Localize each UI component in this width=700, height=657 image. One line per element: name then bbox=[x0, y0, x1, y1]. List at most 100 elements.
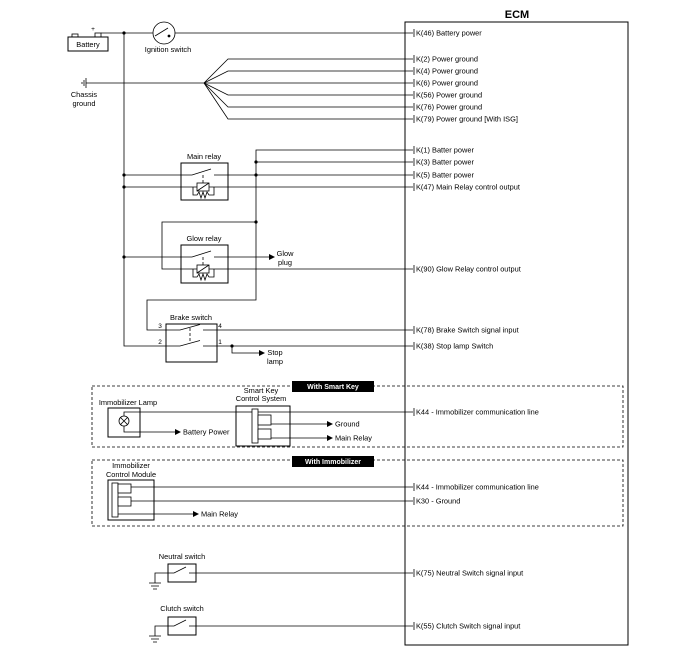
ecm-pin-k5: K(5) Batter power bbox=[413, 171, 474, 180]
chassis-ground: Chassis ground bbox=[71, 78, 97, 108]
smart-key-section: With Smart Key Immobilizer Lamp Battery … bbox=[91, 381, 624, 448]
battery-plus-sign: + bbox=[91, 26, 95, 33]
main-relay: Main relay bbox=[180, 152, 229, 201]
ecm-pin-k79: K(79) Power ground [With ISG] bbox=[413, 115, 518, 124]
ecm-pin-label: K(5) Batter power bbox=[416, 171, 474, 180]
neutral-switch: Neutral switch bbox=[149, 552, 413, 590]
ecm-pin-label: K(78) Brake Switch signal input bbox=[416, 326, 519, 335]
wire-k76 bbox=[203, 82, 413, 108]
ecm-pin-k47: K(47) Main Relay control output bbox=[413, 183, 520, 192]
main-relay-box bbox=[180, 162, 229, 201]
battery-label: Battery bbox=[76, 40, 100, 49]
junction-dot bbox=[254, 220, 258, 224]
ecm-pin-label: K(1) Batter power bbox=[416, 146, 474, 155]
stop-lamp-label-line1: Stop bbox=[267, 348, 282, 357]
ecm-pin-label: K(47) Main Relay control output bbox=[416, 183, 520, 192]
ecm-pin-label: K44 - Immobilizer communication line bbox=[416, 483, 539, 492]
battery-box bbox=[67, 36, 109, 52]
brake-switch-contact-upper bbox=[166, 324, 217, 331]
ecm-pin-label: K(90) Glow Relay control output bbox=[416, 265, 521, 274]
main-relay-label: Main relay bbox=[187, 152, 221, 161]
ecm-pin-label: K(6) Power ground bbox=[416, 79, 478, 88]
junction-dot bbox=[254, 173, 258, 177]
immobilizer-section-title: With Immobilizer bbox=[305, 459, 361, 466]
immobilizer-module-label-line1: Immobilizer bbox=[112, 461, 150, 470]
neutral-switch-label: Neutral switch bbox=[159, 552, 205, 561]
chassis-ground-label-line2: ground bbox=[72, 99, 95, 108]
ecm-pin-label: K(38) Stop lamp Switch bbox=[416, 342, 493, 351]
lamp-icon-cross bbox=[120, 417, 128, 425]
wire-k2 bbox=[203, 58, 413, 84]
ecm-pin-k30: K30 - Ground bbox=[413, 497, 460, 506]
brake-switch-label: Brake switch bbox=[170, 313, 212, 322]
wire-glow-relay-coil-feed bbox=[161, 221, 256, 270]
neutral-switch-contact bbox=[168, 566, 196, 574]
ecm-pin-k44-smart-key: K44 - Immobilizer communication line bbox=[413, 408, 539, 417]
ecm-pin-k38: K(38) Stop lamp Switch bbox=[413, 342, 493, 351]
immobilizer-module-block bbox=[117, 483, 132, 494]
wire-k56 bbox=[203, 82, 413, 96]
immobilizer-section: With Immobilizer Immobilizer Control Mod… bbox=[91, 456, 624, 527]
junction-dot bbox=[122, 255, 126, 259]
ground-icon bbox=[149, 635, 161, 643]
junction-dots bbox=[122, 31, 258, 348]
wire-neutral-ground bbox=[154, 572, 168, 583]
smart-key-section-title: With Smart Key bbox=[307, 384, 359, 391]
junction-dot bbox=[122, 173, 126, 177]
ecm-pin-label: K(79) Power ground [With ISG] bbox=[416, 115, 518, 124]
brake-switch-contact-lower bbox=[166, 340, 217, 347]
ecm-pin-label: K30 - Ground bbox=[416, 497, 460, 506]
main-relay-output-label: Main Relay bbox=[335, 434, 372, 443]
ecm-pin-label: K(55) Clutch Switch signal input bbox=[416, 622, 520, 631]
stop-lamp-arrow bbox=[231, 346, 265, 356]
wire-k1-power-bus bbox=[146, 149, 413, 331]
ecm-pin-k2: K(2) Power ground bbox=[413, 55, 478, 64]
immobilizer-module-block bbox=[117, 496, 132, 507]
smart-key-section-tab bbox=[292, 381, 374, 392]
brake-switch-pin-1: 1 bbox=[218, 339, 222, 346]
ecm-pin-label: K(4) Power ground bbox=[416, 67, 478, 76]
ecm-pin-label: K44 - Immobilizer communication line bbox=[416, 408, 539, 417]
clutch-switch-contact bbox=[168, 619, 196, 627]
smart-key-connector bbox=[251, 408, 259, 444]
smart-key-system-box bbox=[235, 405, 291, 447]
ecm-pin-label: K(46) Battery power bbox=[416, 29, 482, 38]
brake-switch: Brake switch 3 2 4 1 bbox=[158, 313, 222, 363]
glow-relay-coil-mark bbox=[196, 264, 210, 274]
glow-relay: Glow relay bbox=[180, 234, 229, 284]
ecm-pin-label: K(75) Neutral Switch signal input bbox=[416, 569, 523, 578]
smart-key-system-label-line2: Control System bbox=[236, 394, 287, 403]
glow-relay-resistor bbox=[192, 269, 215, 282]
ecm-pin-k90: K(90) Glow Relay control output bbox=[413, 265, 521, 274]
ecm-pin-k6: K(6) Power ground bbox=[413, 79, 478, 88]
ecm-pin-k1: K(1) Batter power bbox=[413, 146, 474, 155]
ecm-title: ECM bbox=[505, 9, 529, 21]
wire-power-ground-fan bbox=[86, 58, 413, 120]
wire-lamp-to-smart-key bbox=[123, 411, 236, 416]
glow-relay-box bbox=[180, 244, 229, 284]
stop-lamp-label-line2: lamp bbox=[267, 357, 283, 366]
junction-dot bbox=[122, 31, 126, 35]
immobilizer-module-label-line2: Control Module bbox=[106, 470, 156, 479]
battery-positive-terminal bbox=[94, 32, 102, 38]
wire-k4 bbox=[203, 70, 413, 84]
glow-plug-label-line1: Glow bbox=[277, 249, 295, 258]
main-relay-coil-mark bbox=[196, 182, 210, 192]
ecm-pin-k55: K(55) Clutch Switch signal input bbox=[413, 622, 520, 631]
ecm-pin-label: K(56) Power ground bbox=[416, 91, 482, 100]
clutch-switch: Clutch switch bbox=[149, 604, 413, 643]
clutch-switch-label: Clutch switch bbox=[160, 604, 204, 613]
immobilizer-lamp-label: Immobilizer Lamp bbox=[99, 398, 157, 407]
main-relay-contact bbox=[181, 168, 228, 176]
main-relay-resistor bbox=[192, 187, 215, 200]
immobilizer-section-tab bbox=[292, 456, 374, 467]
ecm-pin-label: K(2) Power ground bbox=[416, 55, 478, 64]
immobilizer-main-relay-label: Main Relay bbox=[201, 510, 238, 519]
glow-relay-label: Glow relay bbox=[187, 234, 222, 243]
immobilizer-module-connector bbox=[111, 482, 119, 518]
ignition-switch: Ignition switch bbox=[145, 21, 191, 54]
wire-clutch-ground bbox=[154, 625, 168, 636]
ignition-switch-contact bbox=[167, 34, 171, 38]
ecm-pin-k75: K(75) Neutral Switch signal input bbox=[413, 569, 523, 578]
brake-switch-pin-4: 4 bbox=[218, 323, 222, 330]
